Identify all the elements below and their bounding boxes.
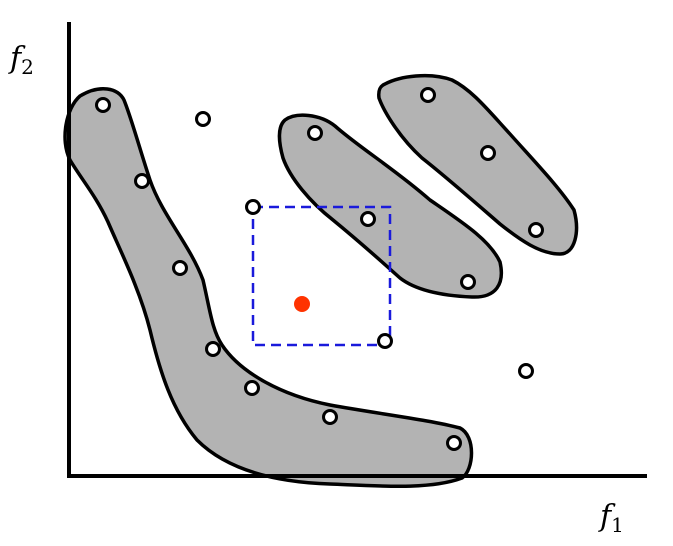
front-region-3 [377, 73, 579, 256]
open-point [172, 260, 188, 276]
x-axis-label: f1 [598, 499, 624, 537]
front-region-1 [63, 87, 474, 488]
open-points [95, 87, 544, 451]
neighborhood-box [251, 205, 392, 347]
y-axis-label-sub: 2 [21, 55, 34, 79]
open-point [480, 145, 496, 161]
open-point [322, 409, 338, 425]
open-point [134, 173, 150, 189]
highlighted-point [294, 296, 310, 312]
open-point [95, 97, 111, 113]
y-axis-label: f2 [8, 41, 34, 79]
open-point [244, 380, 260, 396]
open-point [205, 341, 221, 357]
open-point [195, 111, 211, 127]
open-point [245, 199, 261, 215]
open-point [377, 333, 393, 349]
open-point [518, 363, 534, 379]
open-point [420, 87, 436, 103]
open-point [528, 222, 544, 238]
open-point [460, 274, 476, 290]
open-point [360, 211, 376, 227]
open-point [446, 435, 462, 451]
x-axis-label-sub: 1 [611, 513, 624, 537]
open-point [307, 125, 323, 141]
